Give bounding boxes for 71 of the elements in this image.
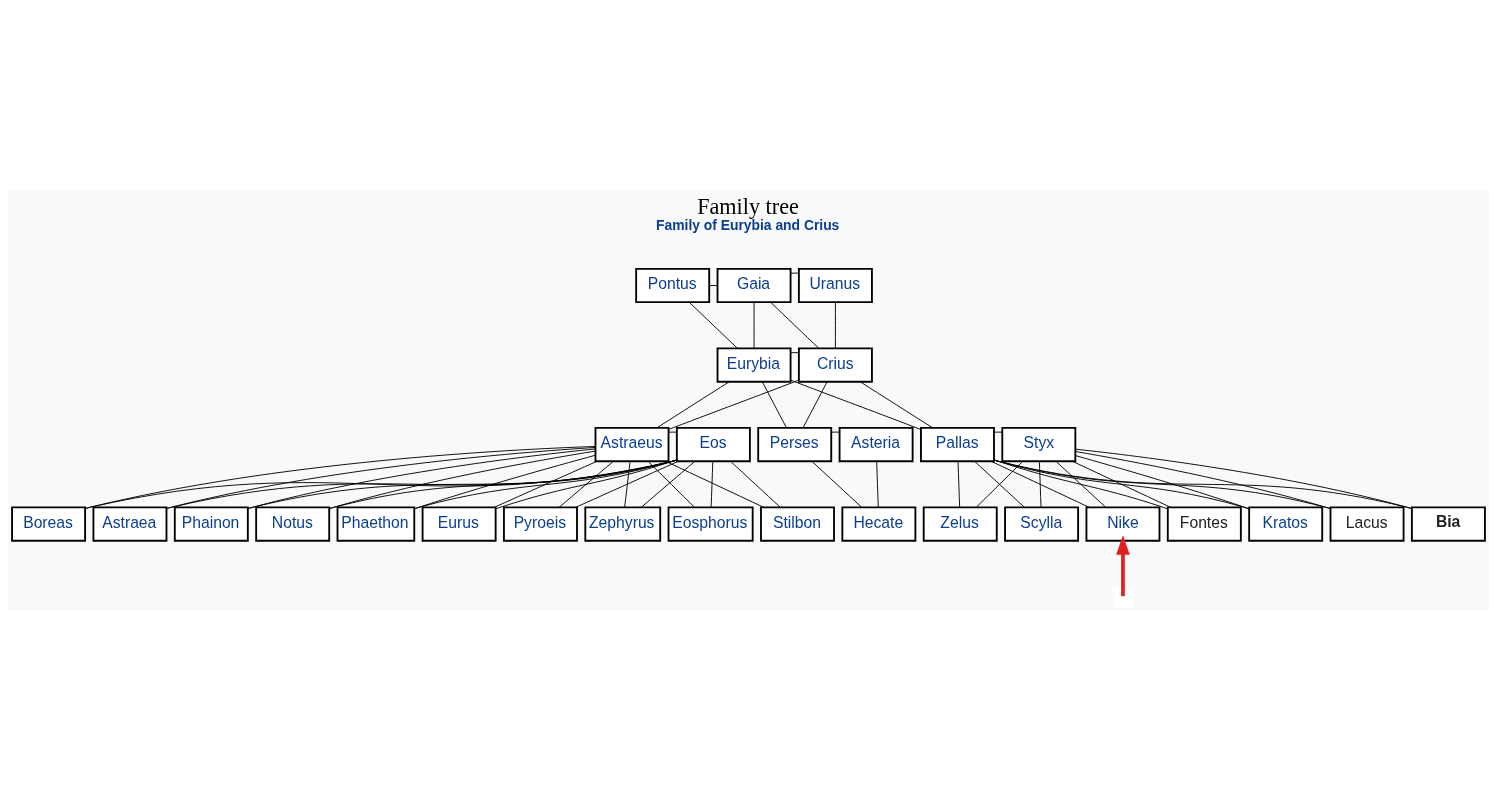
connector <box>802 381 828 428</box>
connector <box>811 460 863 508</box>
connector <box>876 460 879 508</box>
connector <box>993 459 1413 509</box>
connector <box>668 431 678 433</box>
node-box: Phaethon <box>336 506 416 542</box>
connector <box>1038 460 1042 508</box>
node-box: Asteria <box>838 426 914 462</box>
connector <box>990 460 1090 508</box>
node-box: Eosphorus <box>667 506 754 542</box>
connector <box>1075 454 1250 509</box>
node-box: Scylla <box>1004 506 1080 542</box>
connector <box>575 460 679 508</box>
node-box: Pontus <box>635 267 711 303</box>
connector <box>993 459 1250 509</box>
connector <box>665 460 765 508</box>
connector <box>1072 460 1172 508</box>
node-box: Hecate <box>841 506 917 542</box>
node-box: Eurus <box>421 506 497 542</box>
connector <box>859 380 933 428</box>
node-box: Crius <box>797 347 873 383</box>
connector <box>710 460 714 508</box>
connector <box>957 460 961 508</box>
node-box: Lacus <box>1329 506 1405 542</box>
connector <box>834 301 836 349</box>
node-box: Eos <box>675 426 751 462</box>
connector <box>993 431 1003 433</box>
node-box: Zephyrus <box>584 506 662 542</box>
node-box: Bia <box>1410 506 1486 542</box>
connector <box>668 379 800 430</box>
connector <box>328 459 678 509</box>
node-box: Eurybia <box>716 347 792 383</box>
connector <box>1055 460 1107 508</box>
node-box: Styx <box>1001 426 1077 462</box>
node-box: Fontes <box>1166 506 1242 542</box>
connector <box>247 447 596 509</box>
node-box: Gaia <box>716 267 792 303</box>
connector <box>1075 450 1331 509</box>
diagram-title: Family tree <box>697 193 799 219</box>
connector <box>762 381 787 428</box>
node-box: Astraeus <box>594 426 670 462</box>
connector <box>247 459 678 509</box>
node-box: Phainon <box>173 506 249 542</box>
node-box: Kratos <box>1248 506 1324 542</box>
connector <box>413 459 678 509</box>
node-box: Notus <box>255 506 331 542</box>
connector <box>1075 448 1413 509</box>
connector <box>753 301 755 349</box>
connector <box>689 301 738 349</box>
connector <box>495 458 678 509</box>
node-box: Pyroeis <box>503 506 578 542</box>
connector <box>493 460 598 508</box>
connector <box>790 272 800 274</box>
arrow <box>1116 534 1130 596</box>
connector <box>790 351 800 353</box>
connector <box>624 460 631 508</box>
connector <box>558 460 614 508</box>
node-box: Zelus <box>922 506 998 542</box>
node-box: Uranus <box>797 267 873 303</box>
node-box: Nike <box>1085 506 1161 542</box>
node-box: Perses <box>757 426 833 462</box>
connector <box>708 284 718 286</box>
node-box: Astraea <box>92 506 168 542</box>
connector <box>770 301 820 349</box>
connector <box>730 460 781 508</box>
connector <box>830 431 840 433</box>
connector <box>790 379 922 430</box>
connector <box>656 380 730 428</box>
node-box: Pallas <box>920 426 995 462</box>
node-box: Boreas <box>11 506 87 542</box>
node-box: Stilbon <box>760 506 835 542</box>
